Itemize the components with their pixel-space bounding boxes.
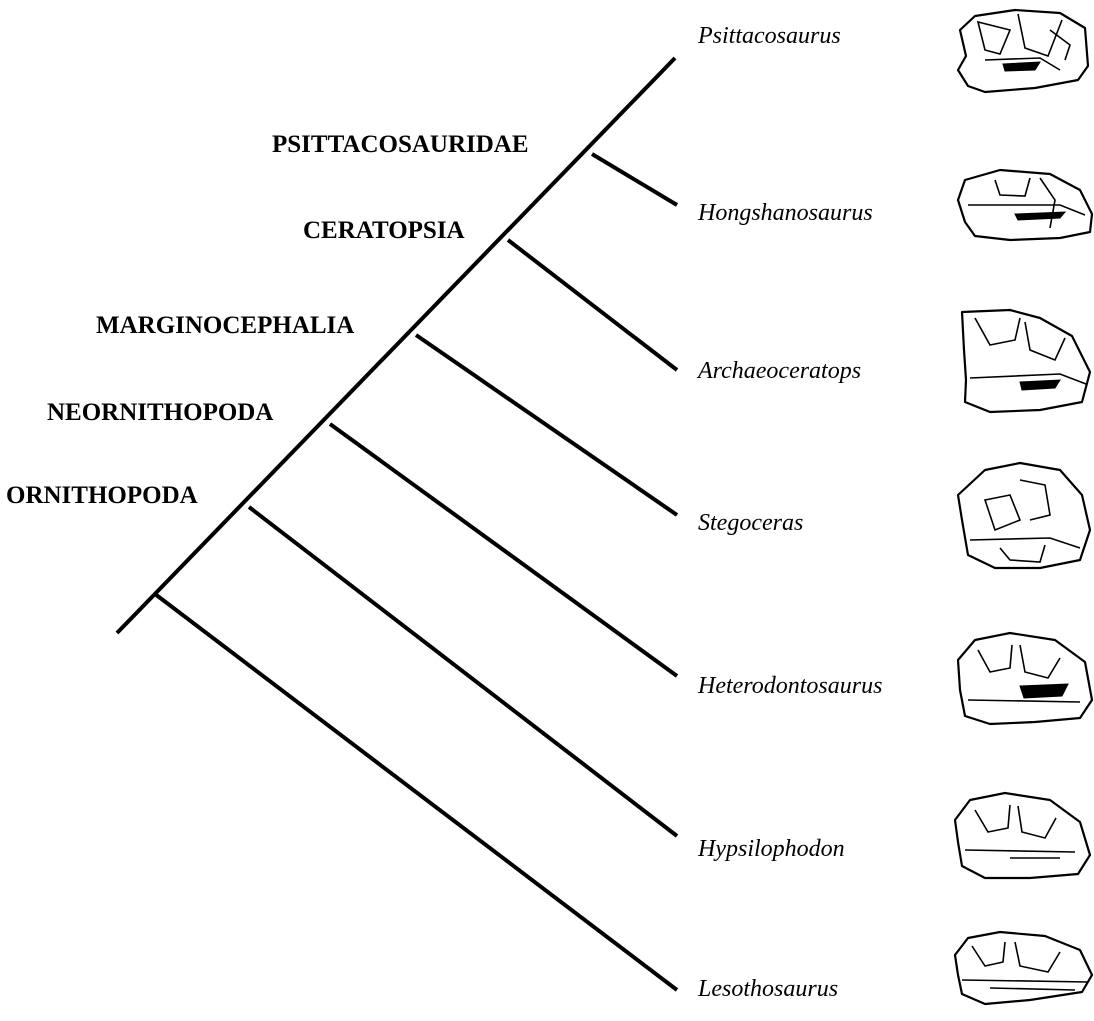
- branch-hongshanosaurus: [592, 154, 677, 205]
- taxon-label-hongshanosaurus: Hongshanosaurus: [697, 200, 873, 226]
- branch-hypsilophodon: [249, 507, 677, 836]
- heterodontosaurus-skull-icon: [958, 633, 1092, 724]
- clade-label-ornithopoda: ORNITHOPODA: [6, 482, 198, 509]
- clade-label-marginocephalia: MARGINOCEPHALIA: [96, 312, 354, 339]
- taxon-label-archaeoceratops: Archaeoceratops: [696, 358, 861, 384]
- branch-lesothosaurus: [155, 594, 677, 990]
- taxon-label-lesothosaurus: Lesothosaurus: [697, 976, 838, 1002]
- clade-label-neornithopoda: NEORNITHOPODA: [47, 399, 273, 426]
- taxon-label-stegoceras: Stegoceras: [698, 510, 803, 536]
- stegoceras-skull-icon: [958, 463, 1090, 568]
- lesothosaurus-skull-icon: [955, 932, 1092, 1004]
- taxon-label-psittacosaurus: Psittacosaurus: [697, 23, 841, 49]
- branch-heterodontosaurus: [330, 424, 677, 676]
- taxon-label-heterodontosaurus: Heterodontosaurus: [697, 673, 882, 699]
- branch-archaeoceratops: [508, 240, 677, 370]
- taxon-label-hypsilophodon: Hypsilophodon: [697, 836, 845, 862]
- hypsilophodon-skull-icon: [955, 793, 1090, 878]
- hongshanosaurus-skull-icon: [958, 170, 1092, 240]
- clade-label-ceratopsia: CERATOPSIA: [303, 217, 465, 244]
- branch-stegoceras: [416, 335, 677, 515]
- clade-label-psittacosauridae: PSITTACOSAURIDAE: [272, 131, 529, 158]
- psittacosaurus-skull-icon: [958, 10, 1088, 92]
- archaeoceratops-skull-icon: [962, 310, 1090, 412]
